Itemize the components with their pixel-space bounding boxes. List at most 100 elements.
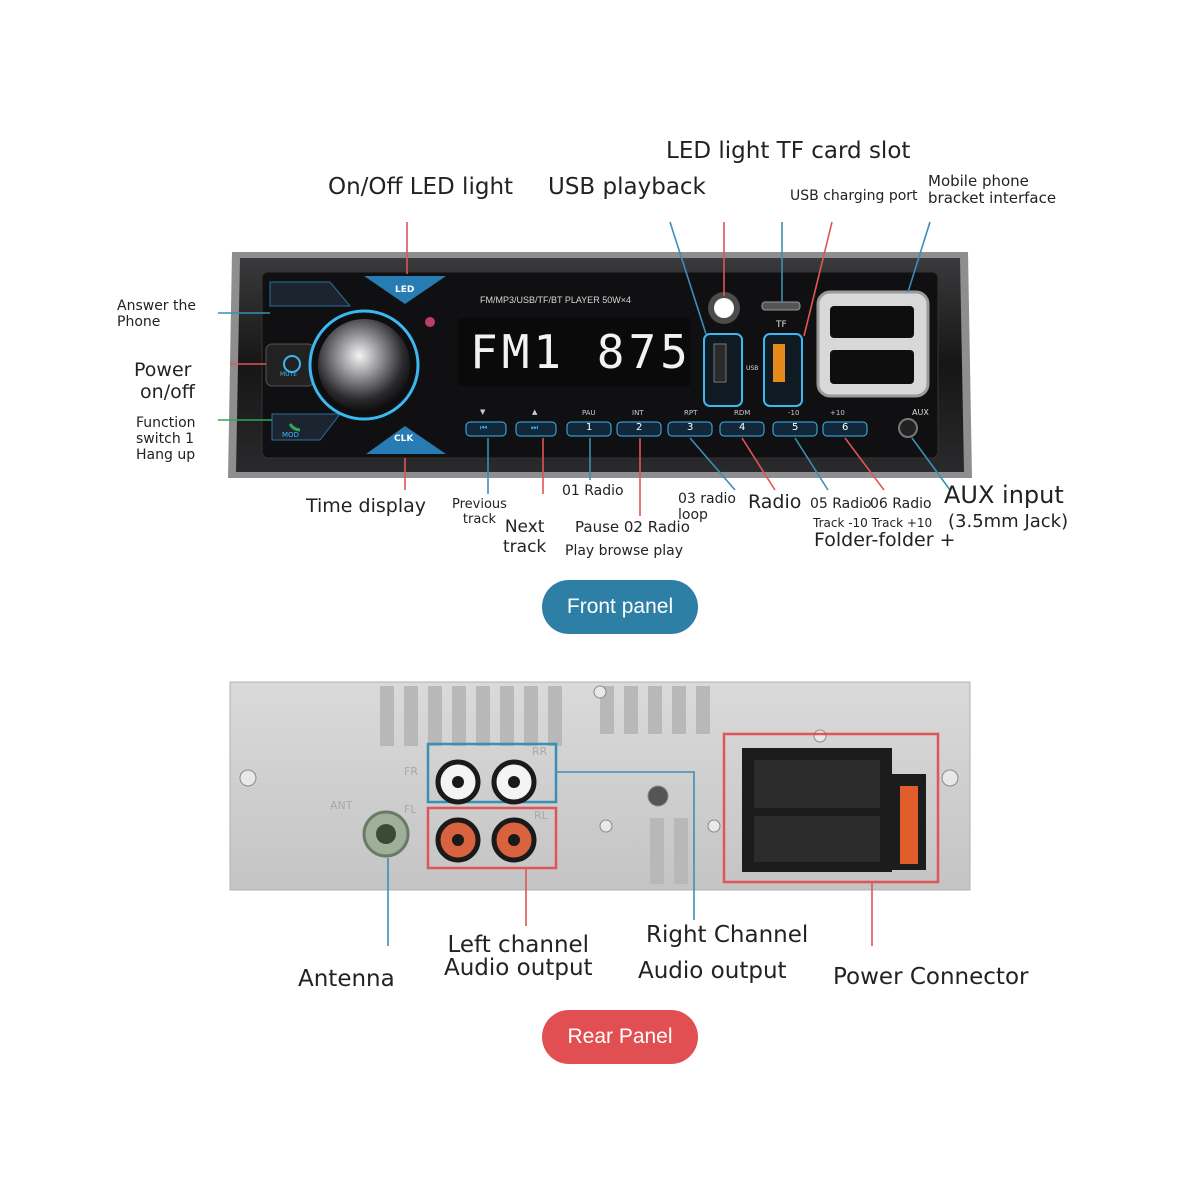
power-icon (283, 355, 301, 373)
mod-button[interactable] (271, 413, 342, 441)
callout-aux-jack: (3.5mm Jack) (948, 511, 1069, 532)
rear-mark: FR (404, 765, 418, 778)
preset-3-button[interactable] (667, 421, 713, 437)
iso-connector-lower (754, 816, 880, 862)
tf-label: TF (776, 320, 787, 330)
callout-radio06: 06 Radio (870, 496, 932, 512)
aux-jack[interactable] (898, 418, 918, 438)
usb-playback-socket (713, 343, 727, 383)
rear-mark: ANT (330, 799, 353, 812)
iso-connector-upper (754, 760, 880, 808)
btn-number: 3 (687, 422, 694, 433)
callout-radio01: 01 Radio (562, 483, 624, 499)
clk-button-label: CLK (394, 434, 414, 444)
btn-number: ⏭ (531, 423, 539, 432)
front-unit (228, 252, 972, 478)
callout-folder: Folder-folder + (814, 529, 956, 551)
callout-play-browse: Play browse play (565, 543, 683, 559)
indicator-dot (425, 317, 435, 327)
callout-next: Next track (503, 517, 547, 557)
callout-onoff-led: On/Off LED light (328, 174, 514, 200)
mute-label: MUTE (280, 371, 298, 378)
led-light-glow (708, 292, 740, 324)
volume-knob[interactable] (318, 319, 410, 411)
ground-bolt (647, 785, 669, 807)
preset-2-button[interactable] (616, 421, 662, 437)
left-channel-box (426, 806, 558, 870)
rear-mark: RL (534, 809, 548, 822)
cooling-fins (380, 686, 710, 884)
btn-top-label: INT (632, 409, 644, 417)
callout-right-channel: Right Channel (646, 922, 809, 948)
preset-5-button[interactable] (772, 421, 818, 437)
power-connector-box (722, 732, 940, 884)
tf-card-slot[interactable] (761, 301, 801, 311)
btn-number: 1 (586, 422, 593, 433)
usb-label: USB (746, 365, 759, 372)
callout-usb-playback: USB playback (548, 174, 706, 200)
btn-top-label: -10 (788, 409, 800, 417)
callout-power-connector: Power Connector (833, 964, 1029, 990)
front-callout-lines (218, 221, 951, 516)
btn-top-label: ▼ (480, 408, 486, 416)
screw-left (239, 769, 257, 787)
btn-top-label: RPT (684, 409, 698, 417)
unit-header: FM/MP3/USB/TF/BT PLAYER 50W×4 (480, 295, 631, 305)
btn-number: 2 (636, 422, 643, 433)
prev-track-button[interactable] (465, 421, 507, 437)
screw-right (941, 769, 959, 787)
callout-time-display: Time display (306, 495, 427, 517)
preset-1-button[interactable] (566, 421, 612, 437)
answer-button[interactable] (269, 281, 352, 307)
mod-label: MOD (282, 431, 299, 439)
btn-top-label: ▲ (532, 408, 538, 416)
preset-4-button[interactable] (719, 421, 765, 437)
callout-power: Power on/off (134, 359, 195, 403)
lcd-display (458, 318, 690, 386)
callout-left-channel: Left channel Audio output (444, 932, 593, 981)
antenna-socket-center (376, 824, 396, 844)
callout-answer: Answer the Phone (117, 298, 196, 331)
power-button[interactable] (265, 343, 315, 387)
callout-antenna: Antenna (298, 966, 395, 992)
rear-unit (229, 681, 971, 891)
clk-button[interactable] (366, 426, 446, 454)
screw-right-middle (707, 819, 721, 833)
btn-top-label: +10 (830, 409, 845, 417)
callout-radio05: 05 Radio (810, 496, 872, 512)
led-button[interactable] (364, 276, 446, 304)
hangup-icon (288, 423, 301, 432)
screw-connector (813, 729, 827, 743)
bracket-slot-bottom (830, 350, 914, 384)
callout-track-line: Track -10 Track +10 (813, 516, 933, 530)
fuse (900, 786, 918, 864)
callout-aux-input: AUX input (944, 481, 1064, 509)
usb-charging-socket (773, 344, 785, 382)
rear-callout-lines (387, 771, 873, 946)
right-channel-box (426, 742, 558, 804)
bracket-slot-top (830, 306, 914, 338)
callout-previous: Previous track (452, 497, 507, 527)
aux-label: AUX (912, 408, 929, 417)
callout-bracket: Mobile phone bracket interface (928, 172, 1057, 208)
rear-mark: FL (404, 803, 417, 816)
preset-6-button[interactable] (822, 421, 868, 437)
callout-radio: Radio (748, 491, 802, 513)
callout-pause02: Pause 02 Radio (575, 518, 690, 536)
callout-led-tf: LED light TF card slot (666, 138, 911, 164)
callout-right-audio: Audio output (638, 958, 787, 984)
btn-top-label: PAU (582, 409, 596, 417)
btn-number: 4 (739, 422, 746, 433)
rear-mark: RR (532, 745, 548, 758)
led-light (714, 298, 734, 318)
btn-top-label: RDM (734, 409, 751, 417)
rear-panel-pill: Rear Panel (542, 1010, 698, 1064)
callout-usb-charging: USB charging port (790, 188, 918, 204)
screw-top (593, 685, 607, 699)
btn-number: 6 (842, 422, 849, 433)
next-track-button[interactable] (515, 421, 557, 437)
callout-loop03: 03 radio loop (678, 491, 736, 524)
btn-number: 5 (792, 422, 799, 433)
front-panel-pill: Front panel (542, 580, 698, 634)
